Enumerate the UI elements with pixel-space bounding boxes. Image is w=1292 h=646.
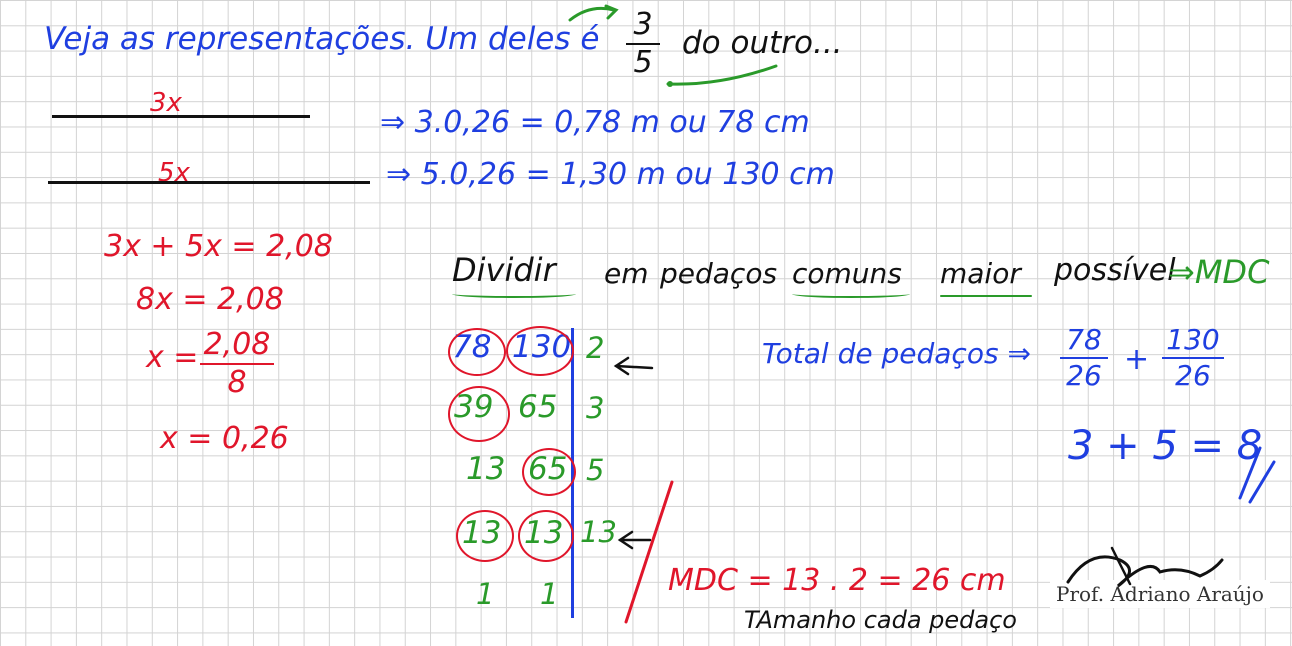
task-word-possivel: possível <box>1054 253 1176 288</box>
total-plus: + <box>1124 342 1150 377</box>
task-word-pedacos: pedaços <box>660 257 778 290</box>
arrow-factor-13-head <box>617 530 634 550</box>
short-bar <box>52 115 310 118</box>
circle-13-b <box>518 510 574 562</box>
short-bar-label: 3x <box>150 88 182 118</box>
fraction-bar <box>1060 357 1108 359</box>
fraction-bar <box>1162 357 1224 359</box>
arrow-factor-2-head <box>613 356 630 376</box>
table-row-5-b: 1 <box>540 577 559 611</box>
equation-fraction-denominator: 8 <box>227 365 247 400</box>
author-credit: Prof. Adriano Araújo <box>1050 580 1270 608</box>
equation-line-3-lhs: x = <box>146 340 199 375</box>
blue-slash-2 <box>1248 460 1276 504</box>
circle-13-a <box>456 510 514 562</box>
green-dot <box>667 81 673 87</box>
task-mdc-arrow: ⇒MDC <box>1168 253 1270 291</box>
task-word-dividir: Dividir <box>452 251 556 289</box>
equation-line-4: x = 0,26 <box>160 421 289 456</box>
fraction-bar <box>626 43 660 45</box>
table-row-1-factor: 2 <box>586 331 605 365</box>
table-row-4-factor: 13 <box>580 515 617 549</box>
total-fraction-2-denominator: 26 <box>1175 359 1211 392</box>
green-arrow-top-head <box>604 4 619 20</box>
red-slash <box>624 480 674 624</box>
task-word-em: em <box>604 257 649 290</box>
equation-fraction: 2,08 8 <box>200 330 274 398</box>
table-row-2-b: 65 <box>518 389 558 425</box>
circle-39 <box>448 386 510 442</box>
table-row-2-factor: 3 <box>586 391 605 425</box>
task-word-maior: maior <box>940 257 1021 290</box>
arrow-factor-2 <box>614 364 654 370</box>
mdc-result-line: MDC = 13 . 2 = 26 cm <box>668 563 1006 598</box>
circle-130 <box>506 326 574 376</box>
task-underline-comuns <box>792 290 910 298</box>
total-sum: 3 + 5 = 8 <box>1068 423 1263 469</box>
signature <box>1066 555 1224 588</box>
header-tail: do outro... <box>682 25 843 61</box>
total-fraction-1-denominator: 26 <box>1066 359 1102 392</box>
task-underline-dividir <box>452 290 576 298</box>
result-line-1: ⇒ 3.0,26 = 0,78 m ou 78 cm <box>380 105 810 140</box>
table-row-3-a: 13 <box>466 451 506 487</box>
equation-line-2: 8x = 2,08 <box>136 282 284 317</box>
total-fraction-2-numerator: 130 <box>1166 323 1220 356</box>
table-row-5-a: 1 <box>476 577 495 611</box>
total-fraction-1: 78 26 <box>1060 326 1108 390</box>
result-line-2: ⇒ 5.0,26 = 1,30 m ou 130 cm <box>386 157 835 192</box>
header-fraction-numerator: 3 <box>633 7 653 42</box>
header-fraction-denominator: 5 <box>633 45 653 80</box>
task-underline-maior <box>940 295 1032 297</box>
equation-line-1: 3x + 5x = 2,08 <box>104 229 333 264</box>
circle-78 <box>448 328 506 376</box>
header-intro: Veja as representações. Um deles é <box>44 21 600 57</box>
circle-65 <box>522 448 576 496</box>
fraction-bar <box>200 363 274 365</box>
mdc-result-caption: TAmanho cada pedaço <box>744 606 1017 634</box>
task-word-comuns: comuns <box>792 257 902 290</box>
table-row-3-factor: 5 <box>586 453 605 487</box>
total-label: Total de pedaços ⇒ <box>762 337 1031 370</box>
signature-stroke <box>1110 546 1132 586</box>
green-stroke-bottom <box>666 64 778 86</box>
total-fraction-2: 130 26 <box>1162 326 1224 390</box>
long-bar <box>48 181 370 184</box>
equation-fraction-numerator: 2,08 <box>203 327 271 362</box>
blue-slash-1 <box>1238 446 1262 500</box>
total-fraction-1-numerator: 78 <box>1066 323 1102 356</box>
header-fraction: 3 5 <box>626 10 660 78</box>
